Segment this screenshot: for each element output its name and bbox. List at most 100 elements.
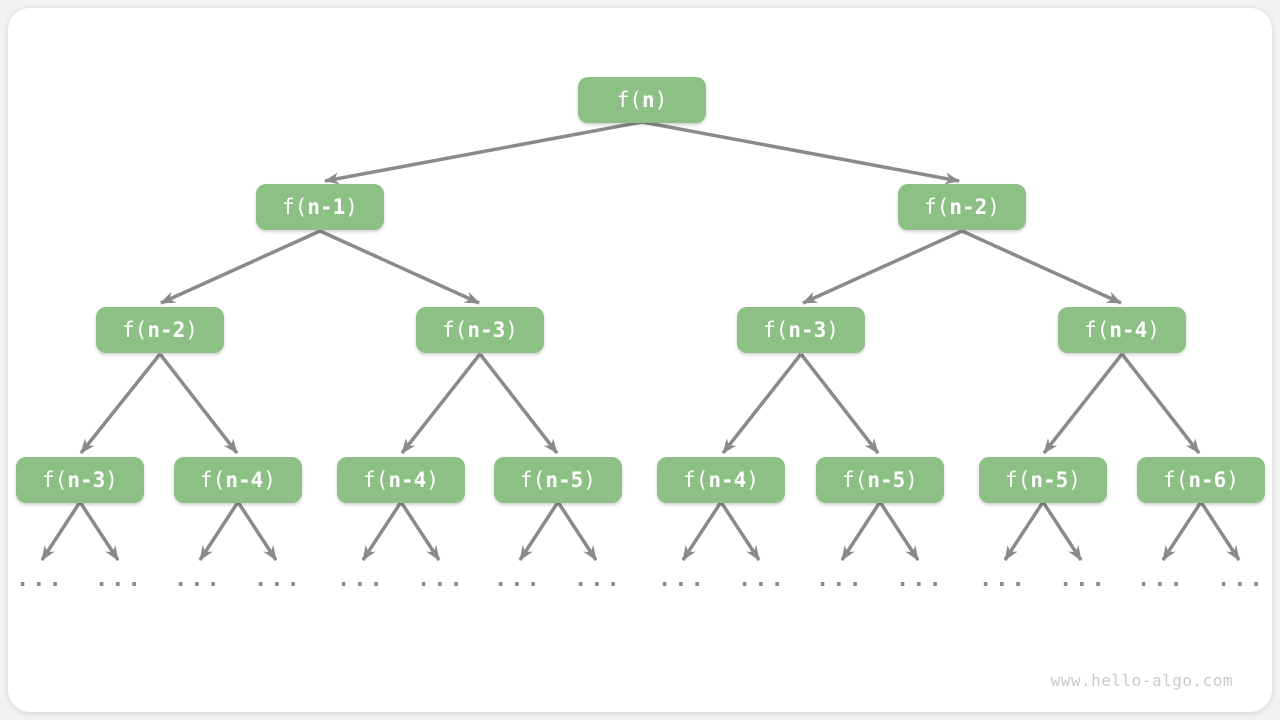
node-label-var: n-4 <box>708 468 747 492</box>
edge-arrow <box>840 501 882 561</box>
edge-arrow <box>1003 501 1045 561</box>
node-label-pre: f( <box>520 468 546 492</box>
edge-arrow <box>802 229 963 305</box>
edge-arrow <box>1161 501 1203 561</box>
edge-arrow <box>799 352 880 455</box>
node-label-post: ) <box>987 195 1000 219</box>
edge-arrow <box>198 501 240 561</box>
node-label-var: n-3 <box>467 318 506 342</box>
node-label-var: n-4 <box>225 468 264 492</box>
node-f-n-4: f(n-4) <box>337 457 465 503</box>
edge-arrow <box>158 352 239 455</box>
canvas-card <box>8 8 1272 712</box>
node-label-pre: f( <box>763 318 789 342</box>
node-label-post: ) <box>654 88 668 112</box>
node-f-n-3: f(n-3) <box>416 307 544 353</box>
node-f-n-5: f(n-5) <box>979 457 1107 503</box>
node-label-pre: f( <box>616 88 642 112</box>
edge-arrow <box>399 501 441 561</box>
node-label-pre: f( <box>924 195 950 219</box>
edge-arrow <box>400 352 482 455</box>
node-label-post: ) <box>905 468 918 492</box>
node-label-post: ) <box>426 468 439 492</box>
ellipsis: ... <box>738 567 787 592</box>
node-f-n-2: f(n-2) <box>96 307 224 353</box>
edge-arrow <box>961 229 1122 305</box>
node-label-post: ) <box>1226 468 1239 492</box>
node-label-var: n <box>641 88 655 112</box>
node-f-n-4: f(n-4) <box>1058 307 1186 353</box>
node-label-var: n-2 <box>949 195 988 219</box>
ellipsis: ... <box>417 567 466 592</box>
node-label-var: n-5 <box>1030 468 1069 492</box>
node-f-n-2: f(n-2) <box>898 184 1026 230</box>
edge-arrow <box>518 501 560 561</box>
edge-arrow <box>878 501 920 561</box>
node-label-post: ) <box>345 195 358 219</box>
node-f-n-5: f(n-5) <box>816 457 944 503</box>
ellipsis: ... <box>1059 567 1108 592</box>
node-f-n: f(n) <box>578 77 706 123</box>
node-label-pre: f( <box>1163 468 1189 492</box>
edge-arrow <box>236 501 278 561</box>
ellipsis: ... <box>574 567 623 592</box>
edge-arrow <box>160 229 321 305</box>
node-f-n-1: f(n-1) <box>256 184 384 230</box>
edge-arrow <box>79 352 162 455</box>
node-label-pre: f( <box>363 468 389 492</box>
edge-arrow <box>478 352 559 455</box>
node-label-post: ) <box>505 318 518 342</box>
node-label-post: ) <box>105 468 118 492</box>
node-label-var: n-4 <box>388 468 427 492</box>
edge-arrow <box>556 501 598 561</box>
ellipsis: ... <box>979 567 1028 592</box>
node-label-post: ) <box>746 468 759 492</box>
node-f-n-4: f(n-4) <box>657 457 785 503</box>
ellipsis: ... <box>337 567 386 592</box>
node-label-post: ) <box>185 318 198 342</box>
node-label-var: n-3 <box>67 468 106 492</box>
edge-arrow <box>319 229 480 305</box>
node-label-post: ) <box>1147 318 1160 342</box>
edge-arrow <box>361 501 403 561</box>
node-label-pre: f( <box>842 468 868 492</box>
edge-arrow <box>324 120 643 185</box>
node-f-n-5: f(n-5) <box>494 457 622 503</box>
node-label-post: ) <box>826 318 839 342</box>
node-f-n-6: f(n-6) <box>1137 457 1265 503</box>
node-label-pre: f( <box>1084 318 1110 342</box>
ellipsis: ... <box>658 567 707 592</box>
node-label-pre: f( <box>42 468 68 492</box>
ellipsis: ... <box>1137 567 1186 592</box>
edge-arrow <box>641 120 960 185</box>
node-label-pre: f( <box>442 318 468 342</box>
edge-arrow <box>719 501 761 561</box>
edge-arrow <box>40 501 82 561</box>
node-label-var: n-4 <box>1109 318 1148 342</box>
node-label-var: n-2 <box>147 318 186 342</box>
node-label-var: n-5 <box>545 468 584 492</box>
ellipsis: ... <box>254 567 303 592</box>
node-label-pre: f( <box>122 318 148 342</box>
node-label-pre: f( <box>683 468 709 492</box>
ellipsis: ... <box>174 567 223 592</box>
ellipsis: ... <box>816 567 865 592</box>
node-label-var: n-3 <box>788 318 827 342</box>
edge-arrow <box>681 501 723 561</box>
node-label-pre: f( <box>200 468 226 492</box>
node-label-post: ) <box>263 468 276 492</box>
node-f-n-4: f(n-4) <box>174 457 302 503</box>
edge-arrow <box>78 501 120 561</box>
ellipsis: ... <box>896 567 945 592</box>
watermark: www.hello-algo.com <box>1050 671 1233 690</box>
ellipsis: ... <box>494 567 543 592</box>
node-f-n-3: f(n-3) <box>16 457 144 503</box>
node-f-n-3: f(n-3) <box>737 307 865 353</box>
edge-arrow <box>1042 352 1124 455</box>
node-label-var: n-5 <box>867 468 906 492</box>
node-label-var: n-6 <box>1188 468 1227 492</box>
node-label-var: n-1 <box>307 195 346 219</box>
edge-arrow <box>1041 501 1083 561</box>
